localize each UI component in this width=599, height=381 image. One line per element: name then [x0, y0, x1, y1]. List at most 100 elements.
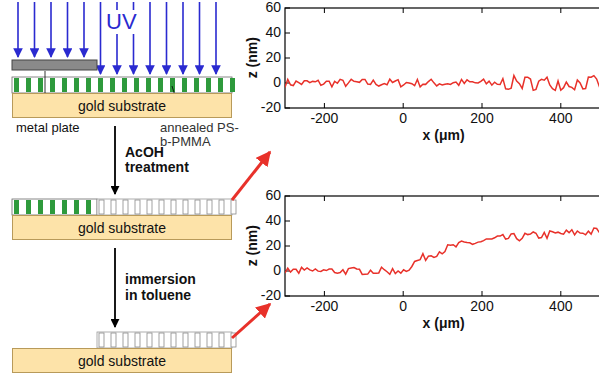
- tick-label: 400: [549, 111, 572, 126]
- pmma-domain: [194, 78, 199, 92]
- substrate-layer: gold substrate: [12, 93, 232, 118]
- nanopore: [147, 333, 152, 347]
- uv-arrow: [215, 2, 217, 74]
- tick: [560, 103, 561, 108]
- nanopore: [219, 200, 224, 214]
- nanopore: [123, 333, 128, 347]
- process-arrow: [114, 126, 116, 194]
- nanopore: [135, 200, 140, 214]
- layer-label: gold substrate: [78, 98, 166, 114]
- tick: [403, 8, 404, 13]
- tick: [482, 8, 483, 13]
- uv-arrow: [83, 2, 85, 57]
- nanopore: [147, 200, 152, 214]
- axis-title: z (nm): [245, 225, 260, 266]
- nanopore: [99, 200, 104, 214]
- uv-arrow: [50, 2, 52, 57]
- block-copolymer-layers: [12, 77, 236, 348]
- metal-plate: [12, 60, 97, 70]
- part-label: metal plate: [16, 121, 80, 135]
- axis-title: z (nm): [245, 37, 260, 78]
- tick: [324, 291, 325, 296]
- plot-frame: [285, 8, 599, 108]
- tick: [285, 33, 290, 34]
- nanopore: [183, 333, 188, 347]
- nanopore: [195, 200, 200, 214]
- pmma-domain: [206, 78, 211, 92]
- nanopore: [135, 333, 140, 347]
- nanopore: [123, 200, 128, 214]
- tick: [324, 196, 325, 201]
- tick-label: 400: [549, 299, 572, 314]
- tick-label: 0: [273, 263, 281, 278]
- pmma-domain: [86, 78, 91, 92]
- tick-label: 60: [265, 188, 281, 203]
- step-label: immersion in toluene: [125, 272, 207, 303]
- nanopore: [207, 200, 212, 214]
- tick: [285, 221, 290, 222]
- plot-frame: [285, 196, 599, 296]
- tick: [482, 103, 483, 108]
- uv-arrow: [34, 2, 36, 57]
- pmma-domain: [122, 78, 127, 92]
- pmma-domain: [38, 200, 43, 214]
- nanopore: [159, 200, 164, 214]
- axis-title: x (μm): [423, 128, 465, 143]
- tick: [560, 196, 561, 201]
- axis-title: x (μm): [423, 316, 465, 331]
- tick: [285, 196, 290, 197]
- tick-label: -200: [310, 299, 338, 314]
- pmma-domain: [170, 78, 175, 92]
- tick-label: 20: [265, 238, 281, 253]
- uv-arrow: [166, 2, 168, 74]
- uv-arrow: [199, 2, 201, 74]
- tick: [403, 291, 404, 296]
- pmma-domain: [50, 200, 55, 214]
- pmma-domain: [134, 78, 139, 92]
- pmma-domain: [146, 78, 151, 92]
- tick: [403, 103, 404, 108]
- red-arrow: [232, 152, 270, 200]
- pmma-domain: [98, 78, 103, 92]
- tick: [285, 296, 290, 297]
- tick-label: 60: [265, 0, 281, 15]
- uv-arrow: [149, 2, 151, 74]
- uv-arrow: [100, 2, 102, 74]
- pmma-domain: [38, 78, 43, 92]
- part-label: annealed PS-b-PMMA: [160, 121, 240, 150]
- tick-label: 0: [399, 111, 407, 126]
- nanopore: [207, 333, 212, 347]
- substrate-layer: gold substrate: [12, 215, 232, 240]
- layer-label: gold substrate: [78, 220, 166, 236]
- pmma-domain: [218, 78, 223, 92]
- pmma-domain: [74, 78, 79, 92]
- red-arrow: [232, 304, 270, 338]
- tick: [285, 58, 290, 59]
- tick: [324, 103, 325, 108]
- tick: [285, 246, 290, 247]
- nanopore: [99, 333, 104, 347]
- tick-label: 0: [399, 299, 407, 314]
- tick: [560, 291, 561, 296]
- pmma-domain: [230, 78, 235, 92]
- pmma-domain: [74, 200, 79, 214]
- nanopore: [171, 200, 176, 214]
- polymer-film: [97, 199, 232, 215]
- substrate-layer: gold substrate: [12, 348, 232, 373]
- pmma-domain: [98, 200, 103, 214]
- pmma-domain: [14, 200, 19, 214]
- nanopore: [111, 333, 116, 347]
- tick-label: 40: [265, 25, 281, 40]
- pmma-domain: [26, 200, 31, 214]
- process-arrow: [114, 248, 116, 327]
- uv-label: UV: [104, 10, 139, 34]
- pmma-domain: [110, 78, 115, 92]
- layer-label: gold substrate: [78, 353, 166, 369]
- nanopore: [219, 333, 224, 347]
- pmma-domain: [50, 78, 55, 92]
- tick: [482, 291, 483, 296]
- pmma-domain: [182, 78, 187, 92]
- uv-arrow: [182, 2, 184, 74]
- pmma-domain: [62, 78, 67, 92]
